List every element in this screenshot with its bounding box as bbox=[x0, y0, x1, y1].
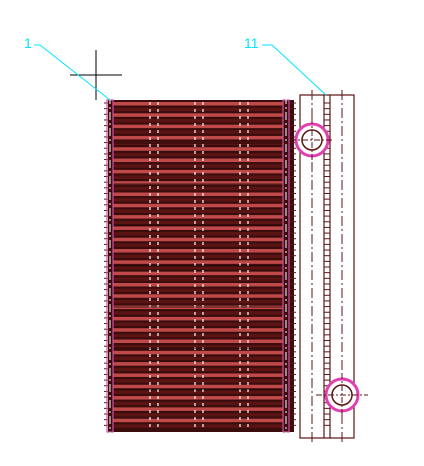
inlet-pipe-fitting bbox=[290, 118, 334, 162]
callout-1-leader bbox=[39, 44, 111, 101]
fin bbox=[113, 299, 283, 304]
fin bbox=[113, 271, 283, 276]
fin bbox=[113, 254, 283, 259]
callout-1: 1 bbox=[24, 35, 111, 101]
fin bbox=[113, 350, 283, 355]
callout-1-label: 1 bbox=[24, 35, 32, 51]
fin bbox=[113, 288, 283, 293]
fin bbox=[113, 322, 283, 327]
fin bbox=[113, 249, 283, 253]
fin bbox=[113, 328, 283, 332]
fin bbox=[113, 118, 283, 123]
fin bbox=[113, 424, 283, 428]
radiator-core bbox=[104, 96, 296, 436]
fin bbox=[113, 373, 283, 377]
fin bbox=[113, 390, 283, 394]
fin bbox=[113, 152, 283, 157]
fin bbox=[113, 311, 283, 315]
fin bbox=[113, 345, 283, 349]
fin bbox=[113, 107, 283, 112]
fin bbox=[113, 243, 283, 247]
fin bbox=[113, 215, 283, 219]
fin bbox=[113, 277, 283, 281]
callout-11: 11 bbox=[244, 35, 327, 96]
fin bbox=[113, 237, 283, 242]
fin bbox=[113, 316, 283, 321]
fin bbox=[113, 379, 283, 383]
fin bbox=[113, 294, 283, 298]
fin bbox=[113, 113, 283, 117]
fin bbox=[113, 282, 283, 287]
fin bbox=[113, 401, 283, 406]
fin bbox=[113, 418, 283, 423]
fin-gap-markings bbox=[113, 102, 283, 430]
fin bbox=[113, 169, 283, 174]
outlet-pipe-fitting bbox=[316, 373, 368, 417]
fin bbox=[113, 260, 283, 264]
fin bbox=[113, 102, 283, 106]
fin bbox=[113, 413, 283, 417]
fin bbox=[113, 135, 283, 140]
fin bbox=[113, 356, 283, 360]
fin bbox=[113, 384, 283, 389]
fin-stack bbox=[104, 102, 296, 428]
fin bbox=[113, 164, 283, 168]
fin bbox=[113, 220, 283, 225]
fin bbox=[113, 339, 283, 344]
fin bbox=[113, 181, 283, 185]
fin bbox=[113, 226, 283, 230]
fin bbox=[113, 407, 283, 411]
callout-11-label: 11 bbox=[244, 35, 259, 51]
fin bbox=[113, 362, 283, 366]
callout-11-leader bbox=[271, 44, 327, 96]
fin bbox=[113, 124, 283, 129]
fin bbox=[113, 192, 283, 196]
fin bbox=[113, 367, 283, 372]
fin bbox=[113, 158, 283, 163]
fin bbox=[113, 203, 283, 208]
fin bbox=[113, 396, 283, 400]
fin bbox=[113, 209, 283, 213]
fin bbox=[113, 333, 283, 338]
fin bbox=[113, 266, 283, 270]
fin bbox=[113, 147, 283, 151]
fin bbox=[113, 232, 283, 236]
fin bbox=[113, 130, 283, 134]
fin bbox=[113, 198, 283, 202]
fin bbox=[113, 186, 283, 191]
fin bbox=[113, 175, 283, 180]
